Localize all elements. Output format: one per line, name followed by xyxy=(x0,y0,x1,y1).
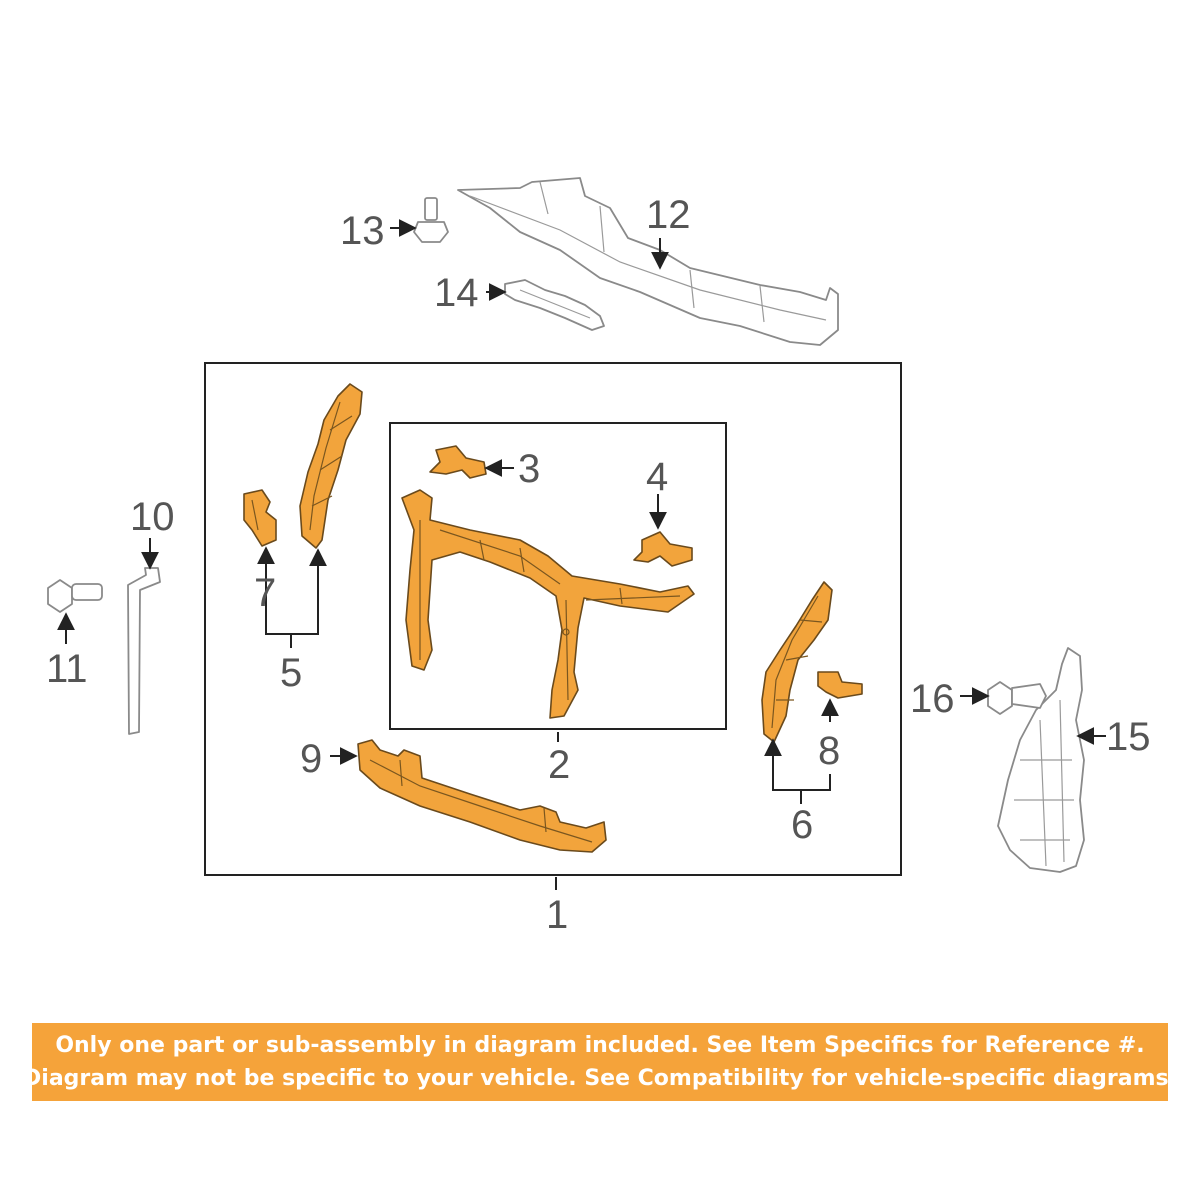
callout-15: 15 xyxy=(1106,715,1151,759)
callout-13: 13 xyxy=(340,209,385,253)
callout-1: 1 xyxy=(546,893,568,937)
part-14-bracket xyxy=(504,279,605,331)
callout-2: 2 xyxy=(548,743,570,787)
callout-3: 3 xyxy=(518,447,540,491)
callout-14: 14 xyxy=(434,271,479,315)
part-6-right-pillar xyxy=(761,581,833,743)
part-13-bolt xyxy=(413,197,449,243)
part-2-tie-bar xyxy=(401,489,695,719)
assembly-frame-inner xyxy=(389,422,727,730)
leader-lines xyxy=(57,219,1106,890)
part-9-lower-tie-bar xyxy=(357,739,607,853)
part-5-left-pillar xyxy=(299,383,363,549)
part-4-bracket xyxy=(633,531,693,567)
callout-12: 12 xyxy=(646,193,691,237)
assembly-frame-outer xyxy=(204,362,902,876)
callout-16: 16 xyxy=(910,677,955,721)
disclaimer-line-2: Diagram may not be specific to your vehi… xyxy=(23,1066,1177,1091)
callout-10: 10 xyxy=(130,495,175,539)
callout-6: 6 xyxy=(791,803,813,847)
callout-7: 7 xyxy=(254,571,276,615)
part-15-side-deflector xyxy=(997,647,1085,873)
callout-9: 9 xyxy=(300,737,322,781)
disclaimer-line-1: Only one part or sub-assembly in diagram… xyxy=(55,1033,1145,1058)
disclaimer-banner: Only one part or sub-assembly in diagram… xyxy=(23,1023,1177,1101)
part-7-bracket xyxy=(243,489,277,547)
callout-11: 11 xyxy=(46,647,88,691)
part-16-bolt xyxy=(987,681,1047,715)
callout-4: 4 xyxy=(646,455,668,499)
part-10-strip xyxy=(127,567,161,735)
callout-5: 5 xyxy=(280,651,302,695)
callout-8: 8 xyxy=(818,729,840,773)
part-3-bracket xyxy=(429,445,487,479)
part-11-bolt xyxy=(47,579,103,613)
part-8-bracket xyxy=(817,671,863,699)
part-12-upper-cover xyxy=(457,177,839,346)
